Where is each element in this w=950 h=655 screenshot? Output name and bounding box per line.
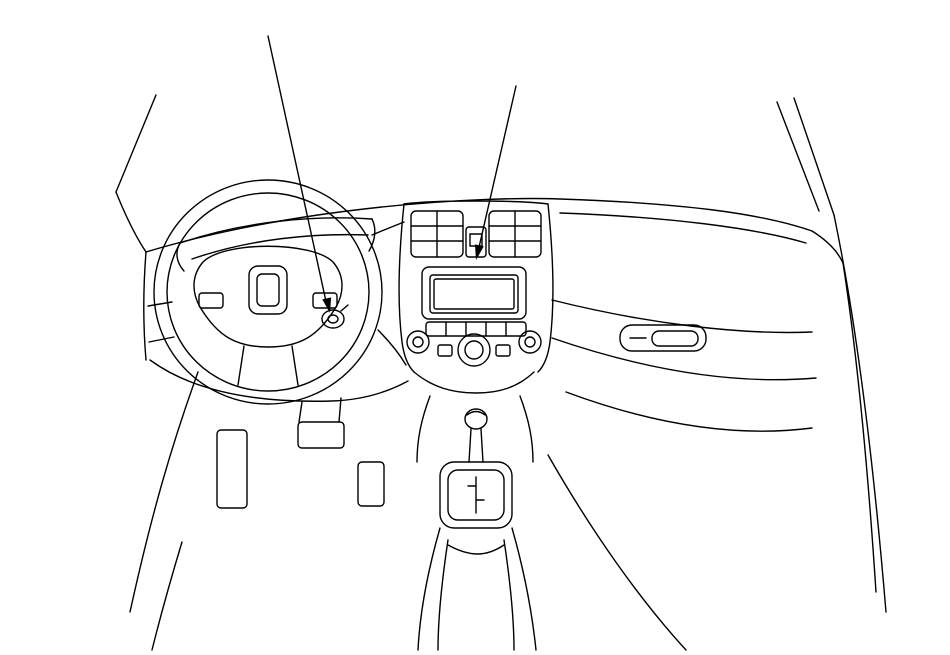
climate-knob-right bbox=[518, 330, 542, 354]
column-line-right bbox=[338, 397, 342, 423]
shift-knob bbox=[464, 408, 488, 430]
dash-knee-contour bbox=[377, 329, 407, 366]
cluster-hood-upper bbox=[179, 217, 373, 244]
climate-button-left bbox=[437, 344, 453, 357]
door-pull-inner bbox=[651, 330, 699, 347]
shift-lever-left bbox=[468, 428, 472, 463]
hood-to-stack-line bbox=[371, 221, 405, 236]
right-door-edge-inner bbox=[842, 262, 877, 593]
steering-column-switch-outer bbox=[321, 309, 345, 329]
left-kick-panel-line bbox=[151, 541, 183, 651]
passenger-footwell-sweep bbox=[547, 454, 687, 651]
footrest bbox=[216, 429, 248, 509]
left-windshield-edge bbox=[115, 191, 147, 253]
left-spoke-switch bbox=[198, 292, 224, 309]
audio-button-strip bbox=[425, 321, 527, 337]
center-stack bbox=[398, 200, 554, 394]
callout-arrowhead-2 bbox=[475, 244, 484, 260]
wheel-emblem-outer bbox=[248, 265, 288, 315]
steering-wheel bbox=[153, 179, 383, 405]
airbag-pad bbox=[193, 245, 343, 348]
lower-spoke-left bbox=[237, 345, 245, 386]
door-pull-outer bbox=[619, 324, 707, 352]
shift-knob-detail bbox=[466, 410, 486, 416]
left-side-vent-slat-2 bbox=[148, 336, 175, 343]
wheel-emblem-inner bbox=[256, 273, 280, 307]
console-side-right bbox=[511, 527, 537, 651]
shift-gate-plate-inner bbox=[447, 469, 505, 521]
lower-spoke-right bbox=[291, 345, 299, 386]
console-inner-right bbox=[503, 539, 515, 651]
shift-gate-plate bbox=[439, 461, 513, 529]
right-door-edge-outer bbox=[833, 214, 887, 613]
column-line-left bbox=[298, 401, 303, 423]
display-screen bbox=[429, 274, 519, 314]
console-inner-left bbox=[437, 539, 449, 651]
climate-button-right bbox=[495, 344, 511, 357]
climate-knob-left bbox=[406, 330, 430, 354]
passenger-knee-line bbox=[565, 391, 813, 432]
console-and-shifter bbox=[416, 395, 537, 651]
column-and-pedals bbox=[216, 397, 385, 509]
stack-left-edge bbox=[398, 203, 415, 373]
cabin-frame bbox=[115, 94, 887, 651]
shift-lever-right bbox=[480, 428, 484, 463]
stack-right-edge bbox=[537, 203, 554, 373]
climate-knob-left-inner bbox=[412, 336, 424, 348]
wheel-rim-outer bbox=[153, 179, 383, 405]
dash-right-end bbox=[811, 230, 844, 264]
callout-line-2 bbox=[476, 85, 517, 257]
steering-column-switch-tick bbox=[340, 304, 349, 312]
dash-left-end bbox=[143, 251, 147, 361]
wheel-rim-inner bbox=[166, 192, 370, 392]
brake-pedal bbox=[297, 421, 345, 449]
accelerator-pedal bbox=[357, 461, 385, 507]
line-art-group bbox=[115, 35, 887, 651]
left-a-pillar bbox=[115, 94, 157, 193]
left-door-line bbox=[129, 371, 199, 613]
callout-arrowhead-1 bbox=[322, 297, 332, 313]
center-control-knob-inner bbox=[464, 340, 484, 360]
console-rear-curve bbox=[447, 544, 505, 555]
callout-line-1 bbox=[267, 35, 328, 307]
stack-bottom-edge bbox=[413, 371, 535, 394]
climate-knob-right-inner bbox=[524, 336, 536, 348]
right-a-pillar-inner bbox=[793, 97, 835, 216]
display-screen-inner bbox=[433, 278, 515, 310]
passenger-dash-seam-upper bbox=[551, 299, 813, 334]
right-spoke-switch bbox=[312, 292, 338, 309]
cluster-hood-right-side bbox=[368, 218, 376, 252]
passenger-dash-seam-lower bbox=[551, 337, 817, 381]
console-neck-left bbox=[416, 395, 431, 463]
console-side-left bbox=[417, 527, 441, 651]
cluster-hood-lower bbox=[191, 233, 369, 260]
callout-leader-lines bbox=[267, 35, 517, 307]
stack-top-edge bbox=[403, 200, 549, 205]
dash-top-edge-passenger bbox=[559, 212, 807, 244]
callout-arrowheads bbox=[322, 244, 484, 313]
driver-lower-dash bbox=[149, 359, 409, 402]
right-a-pillar-outer bbox=[776, 101, 820, 212]
passenger-door-handle bbox=[619, 324, 707, 352]
console-neck-right bbox=[519, 395, 534, 463]
center-control-knob bbox=[457, 333, 491, 367]
display-bezel bbox=[421, 266, 527, 320]
steering-column-switch-inner bbox=[327, 314, 339, 324]
